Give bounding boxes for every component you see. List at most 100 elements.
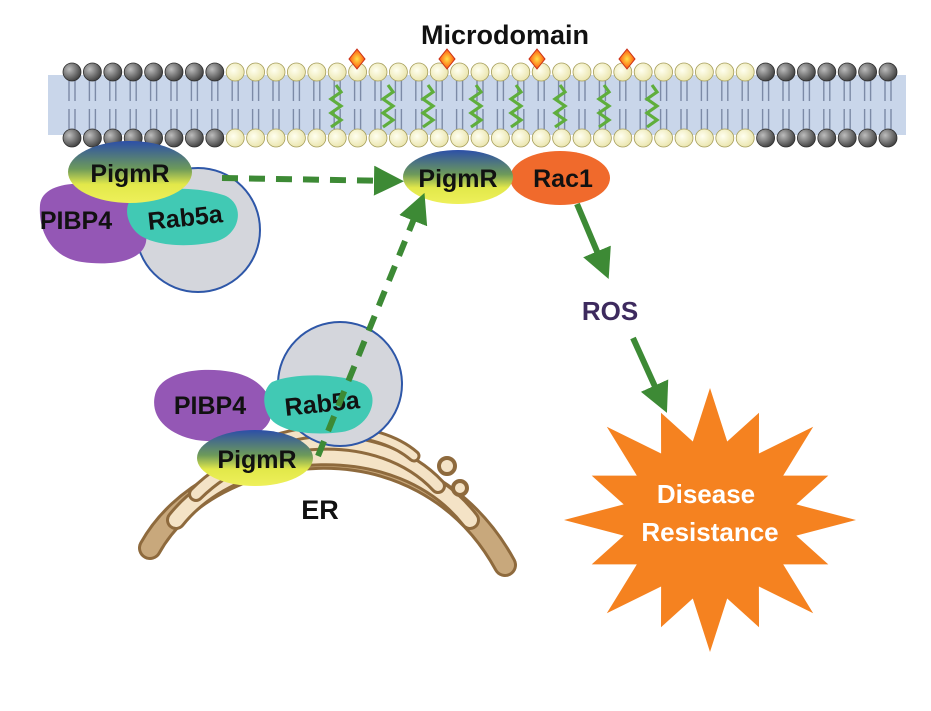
lipid-head <box>695 62 714 82</box>
outcome-line2: Resistance <box>641 517 778 547</box>
rac1-label: Rac1 <box>533 165 593 193</box>
lipid-head <box>450 128 470 148</box>
er-label: ER <box>301 495 339 525</box>
cholesterol-link <box>468 84 484 129</box>
lipid-head <box>633 62 653 82</box>
lipid-head <box>756 62 775 82</box>
lipid-head <box>327 62 347 82</box>
pibp4-blob <box>154 369 272 442</box>
lipid-head <box>62 128 82 148</box>
lipid-head <box>593 128 612 148</box>
lipid-head <box>184 62 204 82</box>
lipid-head <box>307 62 327 82</box>
lipid-head <box>593 62 612 82</box>
lipid-head <box>164 62 184 82</box>
pibp4-blob <box>39 183 147 264</box>
lipid-head <box>674 128 694 148</box>
lipid-head <box>715 62 735 82</box>
lipid-head <box>205 62 225 82</box>
lipid-head <box>715 128 735 148</box>
lipid-head <box>490 62 510 82</box>
lipid-head <box>654 128 673 148</box>
lipid-head <box>858 62 877 82</box>
lipid-head <box>613 128 633 148</box>
pigmr-blob <box>403 150 513 204</box>
lipid-layer-bottom <box>62 109 898 148</box>
lipid-head <box>429 62 449 82</box>
trafficking-arrows <box>221 165 669 458</box>
ros-label: ROS <box>582 296 638 326</box>
lipid-head <box>83 62 102 82</box>
lipid-head <box>144 62 164 82</box>
lipid-head <box>307 128 327 148</box>
lipid-head <box>388 128 408 148</box>
lipid-head <box>776 62 796 82</box>
lipid-head <box>511 128 531 148</box>
starburst-icon <box>564 388 856 652</box>
lipid-head <box>286 62 306 82</box>
cholesterol-link <box>420 84 436 129</box>
lipid-head <box>225 128 245 148</box>
endosome-complex-top: PigmR PIBP4 Rab5a <box>39 141 261 293</box>
lipid-head <box>817 62 837 82</box>
er-vesicle <box>451 479 469 497</box>
raft-diamond-icon <box>438 48 456 70</box>
lipid-head <box>368 62 388 82</box>
lipid-head <box>878 62 898 82</box>
lipid-head <box>797 128 816 148</box>
outcome-line1: Disease <box>657 479 755 509</box>
lipid-head <box>735 62 755 82</box>
lipid-head <box>409 128 429 148</box>
endosome-complex-bottom: PIBP4 Rab5a PigmR <box>154 321 403 486</box>
lipid-head <box>552 62 571 82</box>
lipid-head <box>552 128 571 148</box>
lipid-head <box>633 128 653 148</box>
pibp4-label: PIBP4 <box>174 392 246 420</box>
raft-diamond-icon <box>348 48 366 70</box>
lipid-head <box>348 128 368 148</box>
cholesterol-link <box>380 84 396 129</box>
membrane-complex: PigmR Rac1 <box>403 150 610 205</box>
lipid-head <box>246 62 266 82</box>
lipid-head <box>490 128 510 148</box>
lipid-head <box>817 128 837 148</box>
lipid-head <box>266 62 286 82</box>
cholesterol-link <box>552 84 568 129</box>
raft-cholesterol-links <box>328 84 660 129</box>
lipid-head <box>674 62 694 82</box>
lipid-head <box>368 128 388 148</box>
lipid-head <box>409 62 429 82</box>
er-vesicle <box>437 456 457 476</box>
lipid-head <box>756 128 775 148</box>
lipid-head <box>205 128 225 148</box>
lipid-head <box>878 128 898 148</box>
lipid-head <box>837 128 857 148</box>
pigmr-label: PigmR <box>90 160 169 188</box>
plasma-membrane <box>48 48 906 148</box>
rab5a-blob <box>127 188 238 246</box>
dashed-arrow-recycling <box>221 165 404 196</box>
pigmr-label: PigmR <box>217 446 296 474</box>
lipid-head <box>654 62 673 82</box>
lipid-head <box>858 128 877 148</box>
cholesterol-link <box>596 84 612 129</box>
lipid-head <box>184 128 204 148</box>
rac1-blob <box>510 151 610 205</box>
lipid-head <box>470 62 490 82</box>
lipid-head <box>776 128 796 148</box>
raft-marker-icons <box>348 48 636 70</box>
arrow-rac1-to-ros <box>574 202 611 280</box>
cholesterol-link <box>328 84 344 129</box>
lipid-head <box>429 128 449 148</box>
lipid-head <box>103 62 123 82</box>
lipid-head <box>225 62 245 82</box>
lipid-head <box>572 62 592 82</box>
lipid-head <box>62 62 82 82</box>
lipid-head <box>83 128 102 148</box>
pigmr-blob <box>197 430 313 486</box>
raft-diamond-icon <box>618 48 636 70</box>
lipid-head <box>837 62 857 82</box>
lipid-head <box>450 62 470 82</box>
pigmr-label: PigmR <box>418 165 497 193</box>
